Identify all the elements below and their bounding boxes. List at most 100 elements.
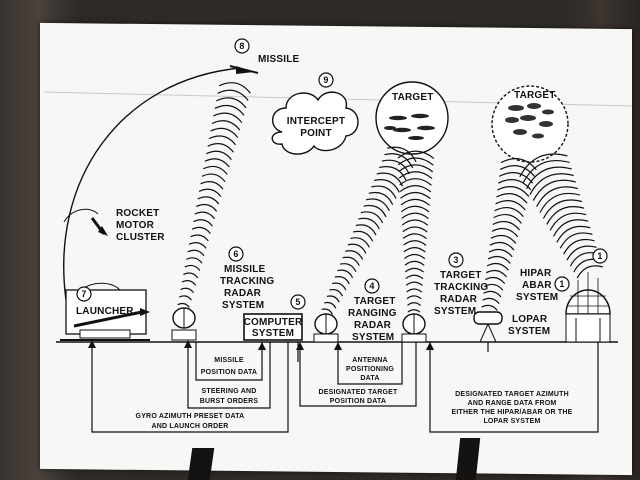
beam-arc xyxy=(387,146,417,163)
beam-arc xyxy=(485,269,508,278)
rocket-label-2: MOTOR xyxy=(116,220,155,231)
marker-3: 3 xyxy=(453,255,458,265)
azimuth-label-1: DESIGNATED TARGET AZIMUTH xyxy=(455,391,569,398)
steering-label-2: BURST ORDERS xyxy=(200,398,259,405)
hipar-label-3: SYSTEM xyxy=(516,292,558,303)
antenna-label-1: ANTENNA xyxy=(352,357,388,364)
data-flow-lines xyxy=(91,342,599,433)
designated-label-2: POSITION DATA xyxy=(330,398,386,405)
beam-arc xyxy=(218,82,251,94)
beam-arc xyxy=(177,302,190,308)
motor-path xyxy=(63,208,99,223)
computer-label-2: SYSTEM xyxy=(252,328,294,339)
ttr-label-2: TRACKING xyxy=(434,282,488,293)
beam-arc xyxy=(405,274,424,280)
beam-arc xyxy=(363,204,387,218)
beam-arc xyxy=(200,181,224,190)
beam-arc xyxy=(183,272,199,279)
hipar-label-1: HIPAR xyxy=(520,268,552,279)
beam-arc xyxy=(404,260,425,266)
beam-arc xyxy=(191,226,211,234)
beam-arc xyxy=(519,153,568,178)
beam-arc xyxy=(345,250,364,260)
beam-arc xyxy=(184,264,201,271)
rocket-label-1: ROCKET xyxy=(116,208,159,219)
beam-arc xyxy=(539,192,581,213)
target-ranging-radar-icon xyxy=(313,313,339,343)
azimuth-label-2: AND RANGE DATA FROM xyxy=(468,400,557,407)
gyro-label-2: AND LAUNCH ORDER xyxy=(151,423,228,430)
beam-arc xyxy=(373,179,400,193)
beam-arc xyxy=(406,295,422,300)
beam-arc xyxy=(360,211,384,224)
ranging-radar-beam xyxy=(321,146,417,315)
beam-arc xyxy=(490,234,517,244)
antenna-label-3: DATA xyxy=(360,375,379,382)
marker-1a: 1 xyxy=(559,279,564,289)
beam-arc xyxy=(402,226,428,233)
computer-system-box xyxy=(243,313,303,341)
beam-arc xyxy=(352,230,374,242)
beam-arc xyxy=(522,159,570,183)
beam-arc xyxy=(401,205,430,213)
beam-arc xyxy=(214,104,245,116)
beam-arc xyxy=(563,238,595,255)
beam-arc xyxy=(488,248,513,258)
beam-arc xyxy=(207,143,234,153)
flow-arrowheads xyxy=(88,340,434,350)
beam-arc xyxy=(193,219,213,227)
lopar-radar-beam xyxy=(481,158,537,311)
beam-arc xyxy=(397,150,435,159)
beam-arc xyxy=(487,255,511,264)
beam-arc xyxy=(493,213,522,224)
beam-arc xyxy=(498,172,534,184)
beam-arc xyxy=(187,249,205,257)
marker-6: 6 xyxy=(233,249,238,259)
beam-arc xyxy=(398,164,434,173)
beam-arc xyxy=(190,234,209,242)
beam-arc xyxy=(482,297,500,305)
beam-arc xyxy=(400,198,431,206)
beam-arc xyxy=(196,203,218,212)
target-circle-right xyxy=(491,85,569,163)
beam-arc xyxy=(481,304,498,311)
beam-arc xyxy=(213,112,243,124)
trr-label-4: SYSTEM xyxy=(352,332,394,343)
beam-arc xyxy=(532,179,576,201)
beam-arc xyxy=(326,295,340,303)
number-markers xyxy=(76,38,608,310)
beam-arc xyxy=(483,290,502,298)
beam-arc xyxy=(178,295,192,301)
beam-arc xyxy=(399,184,432,193)
beam-arc xyxy=(402,233,428,240)
trr-label-3: RADAR xyxy=(354,320,392,331)
tracking-radar-beam xyxy=(397,150,435,313)
beam-arc xyxy=(401,219,429,226)
beam-arc xyxy=(498,179,532,191)
beam-arc xyxy=(529,173,574,195)
missile-tracking-radar-icon xyxy=(171,307,197,341)
mtr-label-4: SYSTEM xyxy=(222,300,264,311)
computer-label-1: COMPUTER xyxy=(244,317,303,328)
beam-arc xyxy=(368,191,394,205)
beam-arc xyxy=(324,301,337,309)
trajectory-line xyxy=(63,67,241,301)
marker-1b: 1 xyxy=(597,251,602,261)
designated-label-1: DESIGNATED TARGET xyxy=(319,389,398,396)
beam-arc xyxy=(484,283,504,291)
beam-arc xyxy=(337,269,354,279)
ttr-label-4: SYSTEM xyxy=(434,306,476,317)
rocket-label-3: CLUSTER xyxy=(116,232,165,243)
beam-arc xyxy=(206,150,232,161)
marker-9: 9 xyxy=(323,75,328,85)
intercept-label-2: POINT xyxy=(300,128,332,139)
mtr-label-2: TRACKING xyxy=(220,276,274,287)
ttr-label-3: RADAR xyxy=(440,294,478,305)
beam-arc xyxy=(350,237,370,248)
beam-arc xyxy=(210,127,239,138)
intercept-cloud xyxy=(271,91,359,155)
beam-arc xyxy=(542,199,583,219)
target-label-left: TARGET xyxy=(392,92,434,103)
beam-arc xyxy=(342,256,360,266)
